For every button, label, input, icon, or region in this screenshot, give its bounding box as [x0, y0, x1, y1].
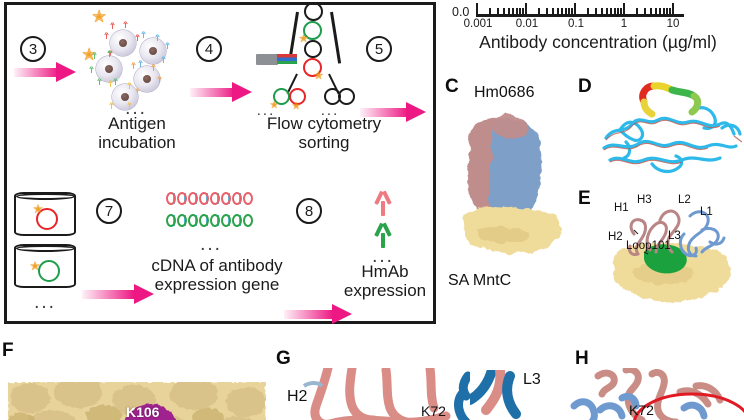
panel-h-structure — [570, 368, 744, 420]
antigen-star-icon: ✭ — [314, 70, 324, 82]
residue-k106-surface — [125, 404, 177, 420]
antibody-ellipsis: ... — [372, 246, 394, 267]
step-7-arrow — [82, 284, 154, 304]
x-tick-label: 0.001 — [463, 18, 493, 30]
panel-d-structure — [602, 82, 742, 174]
step-5-arrow — [360, 102, 426, 122]
panel-e-label-l1: L1 — [700, 206, 713, 218]
clone-red-icon — [36, 208, 58, 230]
antigen-star-icon: ✭ — [33, 202, 44, 216]
antibody-icon-green — [372, 222, 394, 248]
panel-letter-d: D — [578, 76, 592, 97]
panel-e-label-h3: H3 — [637, 194, 652, 206]
panel-g-label-h2: H2 — [287, 388, 308, 405]
panel-f-residue-label: K106 — [126, 404, 160, 420]
x-tick-label: 0.1 — [568, 18, 584, 30]
antibody-icon-red — [372, 190, 394, 216]
step-5-number: 5 — [374, 40, 384, 58]
panel-e-label-loop101: Loop101 — [626, 240, 671, 252]
panel-h-residue-label: K72 — [629, 402, 654, 418]
antigen-star-icon: ✭ — [270, 100, 279, 111]
panel-letter-e: E — [578, 188, 591, 209]
cdna-ellipsis: ... — [200, 234, 222, 255]
step-4-arrow — [190, 82, 252, 102]
panel-letter-c: C — [445, 76, 459, 97]
sorted-cell-red — [289, 88, 306, 105]
antigen-star-icon: ✭ — [299, 33, 309, 45]
b-cell — [134, 66, 160, 92]
step-8-caption-line1: HmAb — [361, 262, 409, 281]
sorted-left-ellipsis: ... — [256, 102, 276, 119]
cell-droplet-red — [303, 58, 322, 77]
panel-g-label-l3: L3 — [523, 371, 541, 388]
heavy-chain-surface — [488, 119, 542, 221]
b-cell — [110, 30, 136, 56]
step-8-number: 8 — [304, 202, 314, 220]
panel-c-structure — [462, 115, 562, 254]
sorted-right-ellipsis: ... — [320, 102, 340, 119]
binding-curve-chart: 0.0 0.001 0.01 0.1 1 10 Antibody concent… — [452, 0, 744, 58]
step-8-caption-line2: expression — [343, 281, 427, 300]
step-4-number: 4 — [204, 40, 214, 58]
panel-c-top-label: Hm0686 — [474, 84, 535, 101]
panel-e-structure — [612, 209, 731, 302]
panel-letter-g: G — [276, 348, 291, 369]
panel-e-label-l3: L3 — [668, 230, 681, 242]
step-3-circle: 3 — [20, 36, 46, 62]
step-3-caption-line1: Antigen — [108, 114, 166, 133]
panel-letter-f: F — [2, 340, 14, 361]
x-tick-label: 10 — [666, 18, 680, 30]
flow-cytometer-illustration: ✭ ✭ ✭ ✭ — [256, 2, 366, 112]
b-cell — [96, 56, 122, 82]
panel-c-bottom-label: SA MntC — [448, 272, 512, 289]
y-axis-label-zero: 0.0 — [452, 5, 470, 19]
step-7-caption-line2: expression gene — [154, 275, 280, 294]
clone-green-icon — [38, 260, 60, 282]
step-4-caption-line1: Flow cytometry — [266, 114, 382, 133]
panel-e-label-h1: H1 — [614, 202, 629, 214]
step-3-number: 3 — [28, 40, 38, 58]
laser-beam-icon — [277, 54, 297, 64]
antigen-star-icon: ✭ — [92, 7, 107, 26]
x-axis-line — [476, 14, 684, 17]
nozzle-wall-right — [330, 11, 341, 64]
cell-droplet-green — [303, 21, 322, 40]
panel-letter-h: H — [575, 348, 589, 369]
step-4-circle: 4 — [196, 36, 222, 62]
antigen-star-icon: ✭ — [30, 259, 41, 273]
antigen-star-icon: ✭ — [292, 101, 301, 112]
step-4-caption-line2: sorting — [298, 133, 350, 152]
culture-flask-green: ✭ — [14, 244, 80, 292]
step-5-circle: 5 — [366, 36, 392, 62]
step-3-arrow — [14, 62, 76, 82]
step-7-number: 7 — [104, 202, 114, 220]
step-8-circle: 8 — [296, 198, 322, 224]
flask-ellipsis: ... — [34, 292, 56, 313]
antigen-cells-ellipsis: ... — [125, 98, 147, 119]
panel-e-label-h2: H2 — [608, 231, 623, 243]
cell-droplet — [304, 2, 323, 21]
step-8-arrow — [284, 304, 352, 324]
panel-g-residue-label: K72 — [421, 403, 446, 419]
b-cell — [112, 84, 138, 110]
panel-g-crossing-chains — [470, 370, 530, 420]
laser-source-icon — [256, 54, 278, 65]
antigen-star-icon: ✭ — [82, 45, 97, 64]
x-axis-title: Antibody concentration (µg/ml) — [479, 32, 717, 52]
unsorted-cell — [338, 88, 355, 105]
cdna-strand-red — [166, 192, 256, 205]
panel-f-structure — [8, 382, 266, 420]
cdna-strand-green — [166, 214, 256, 227]
step-7-circle: 7 — [96, 198, 122, 224]
x-tick-label: 1 — [620, 18, 628, 30]
step-3-caption-line2: incubation — [98, 133, 176, 152]
cell-droplet — [304, 40, 322, 58]
x-tick-label: 0.01 — [515, 18, 539, 30]
antigen-incubation-cells: ✭ ✭ — [82, 8, 190, 116]
step-7-caption-line1: cDNA of antibody — [151, 256, 283, 275]
interface-highlight-ellipse — [632, 392, 744, 420]
panel-e-label-l2: L2 — [678, 194, 691, 206]
culture-flask-red: ✭ — [14, 192, 80, 240]
